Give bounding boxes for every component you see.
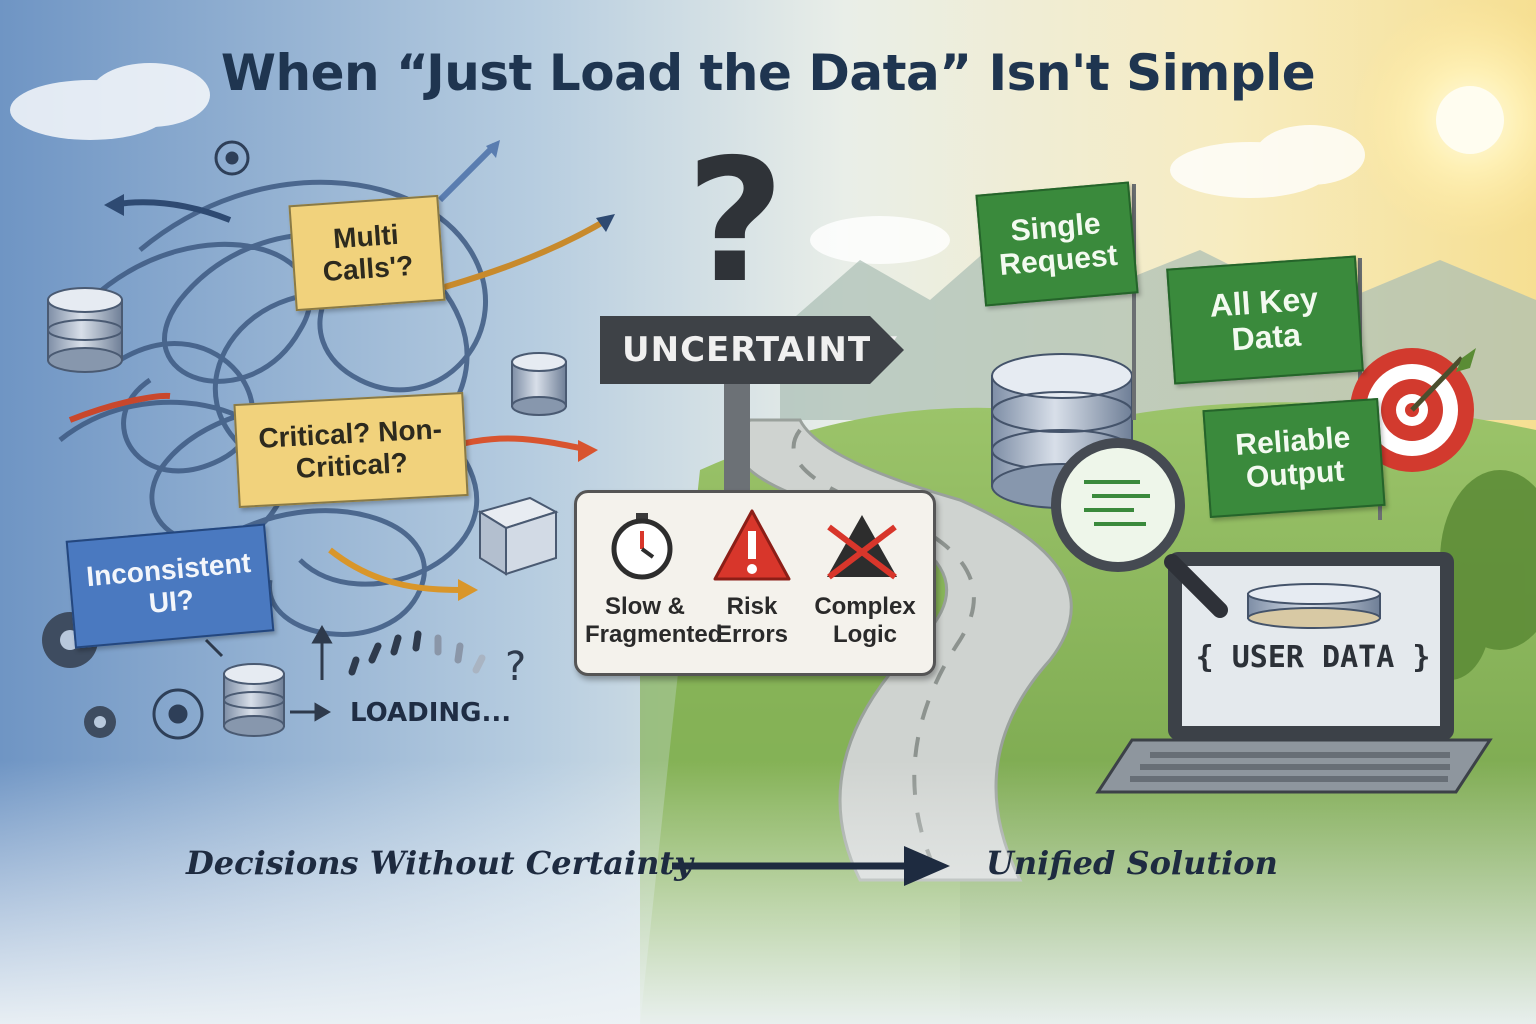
crossed-triangle-icon — [827, 515, 897, 580]
note-critical: Critical? Non-Critical? — [233, 392, 469, 508]
risk-label-errors: Risk Errors — [715, 593, 789, 648]
stopwatch-icon — [611, 513, 673, 580]
database-icon-small — [511, 352, 567, 416]
magnifier-icon — [1051, 438, 1228, 618]
risk-label-complex: Complex Logic — [814, 593, 916, 648]
laptop-icon — [1095, 552, 1493, 794]
warning-icon — [713, 509, 791, 581]
uncertainty-sign: UNCERTAINTY — [600, 316, 904, 384]
loading-label: LOADING... — [350, 698, 512, 728]
flag-all-key-data: All Key Data — [1166, 255, 1364, 385]
laptop-screen-text: { USER DATA } — [1195, 640, 1431, 675]
arrowheads — [104, 140, 615, 601]
cube-icon — [477, 496, 559, 576]
caption-to: Unified Solution — [986, 844, 1278, 882]
target-circle-icon — [152, 140, 250, 740]
flag-reliable-output: Reliable Output — [1202, 397, 1386, 519]
risk-label-slow: Slow & Fragmented — [585, 593, 723, 648]
note-multi-calls: Multi Calls'? — [288, 194, 446, 312]
sign-post — [724, 384, 750, 494]
flow-arrow — [672, 846, 950, 886]
question-mark-small: ? — [505, 644, 526, 690]
question-mark-icon: ? — [686, 123, 785, 321]
loading-spinner — [348, 630, 486, 676]
risk-panel: Slow & Fragmented Risk Errors Complex Lo… — [574, 490, 936, 676]
database-icon-left — [47, 287, 123, 373]
database-icon-bottom — [223, 663, 285, 737]
clouds — [10, 63, 1365, 264]
flag-single-request: Single Request — [975, 181, 1139, 307]
note-inconsistent-ui: Inconsistent UI? — [65, 523, 275, 649]
caption-from: Decisions Without Certainty — [186, 844, 693, 882]
page-title: When “Just Load the Data” Isn't Simple — [220, 44, 1316, 102]
